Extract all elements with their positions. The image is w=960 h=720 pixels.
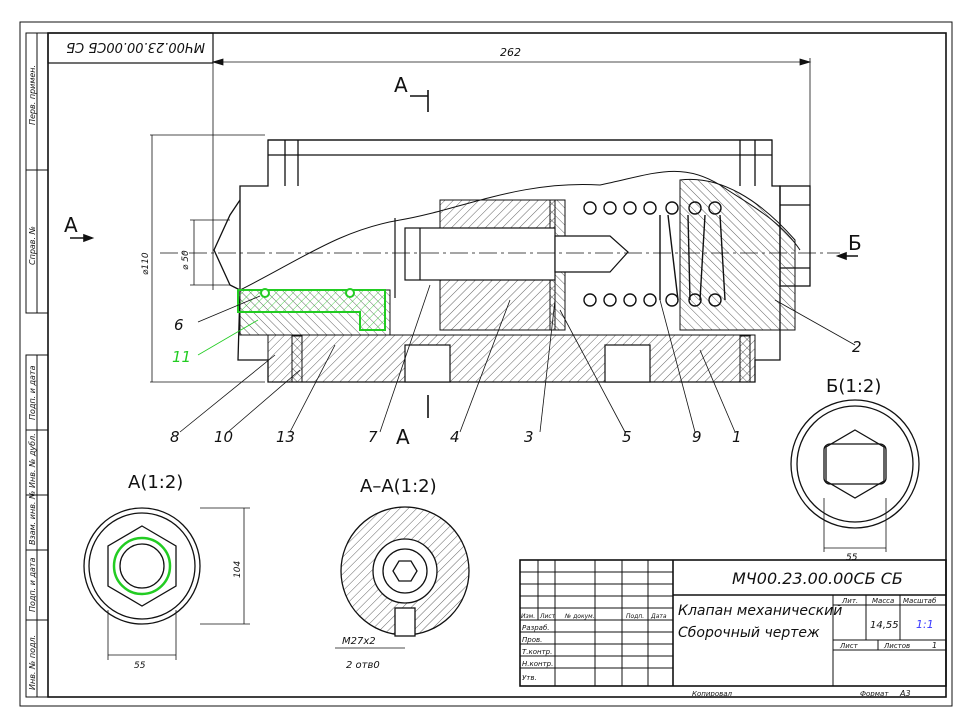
strip-label-vzam: Взам. инв. № xyxy=(28,491,37,545)
tb-sheet-label: Лист xyxy=(839,642,859,650)
tb-col-data: Дата xyxy=(650,613,667,620)
section-aa-title: А–А(1:2) xyxy=(360,476,437,497)
callout-11: 11 xyxy=(172,348,191,366)
view-b xyxy=(790,399,920,552)
callout-3: 3 xyxy=(524,428,534,446)
section-mark-labels: А А А Б xyxy=(64,73,862,449)
tb-format-label: Формат xyxy=(860,690,889,698)
dim-height-main: ⌀110 xyxy=(141,252,151,275)
callout-numbers: 6 11 8 10 13 7 4 3 5 9 1 2 xyxy=(170,316,862,446)
dim-bore-dia: ⌀ 50 xyxy=(181,250,191,270)
tb-doc-number: МЧ00.23.00.00СБ СБ xyxy=(732,569,903,588)
strip-label-perv: Перв. примен. xyxy=(28,65,37,125)
callout-6: 6 xyxy=(174,316,184,334)
dimension-lines xyxy=(150,58,840,383)
callout-4: 4 xyxy=(450,428,460,446)
tb-scale-value: 1:1 xyxy=(916,618,934,631)
callout-10: 10 xyxy=(214,428,233,446)
dim-view-a-width: 55 xyxy=(134,661,146,671)
mark-a-left: А xyxy=(64,213,78,237)
callout-leaders xyxy=(179,284,856,433)
title-block-texts: МЧ00.23.00.00СБ СБ Клапан механический С… xyxy=(521,569,937,698)
strip-label-invdubl: Инв. № дубл. xyxy=(28,433,37,488)
rotated-doc-box: МЧ00.23.00.00СБ СБ xyxy=(47,32,214,64)
callout-7: 7 xyxy=(368,428,378,446)
left-strip xyxy=(25,32,49,698)
title-block-lines xyxy=(519,559,947,687)
tb-role-utv: Утв. xyxy=(522,674,537,682)
tb-name-line2: Сборочный чертеж xyxy=(678,625,820,641)
callout-5: 5 xyxy=(622,428,632,446)
callout-8: 8 xyxy=(170,428,180,446)
tb-mass-value: 14,55 xyxy=(870,620,899,631)
dim-view-a-height: 104 xyxy=(233,561,243,578)
tb-sheets-value: 1 xyxy=(932,641,937,650)
dim-thread-tol: 2 отв0 xyxy=(346,660,380,671)
tb-col-list: Лист xyxy=(539,613,556,620)
tb-col-izm: Изм. xyxy=(521,613,535,620)
highlighted-seal-part xyxy=(237,288,386,331)
rotated-doc-number: МЧ00.23.00.00СБ СБ xyxy=(66,39,205,54)
mark-a-top: А xyxy=(394,73,408,97)
section-hatching xyxy=(239,178,796,383)
tb-format-value: А3 xyxy=(899,689,911,698)
tb-col-docum: № докум. xyxy=(564,613,595,620)
tb-sheets-label: Листов xyxy=(883,642,910,650)
spring xyxy=(583,201,726,307)
tb-role-nkontr: Н.контр. xyxy=(522,660,553,668)
callout-13: 13 xyxy=(276,428,295,446)
view-b-title: Б(1:2) xyxy=(826,376,881,397)
tb-copied-label: Копировал xyxy=(692,690,733,698)
section-aa xyxy=(335,506,470,649)
tb-mass-label: Масса xyxy=(872,597,894,605)
dimension-texts: 262 ⌀110 ⌀ 50 xyxy=(141,46,521,275)
mark-b-right: Б xyxy=(848,231,862,255)
callout-1: 1 xyxy=(732,428,742,446)
left-strip-labels: Перв. примен. Справ. № Подп. и дата Инв.… xyxy=(28,65,37,690)
tb-role-razrab: Разраб. xyxy=(522,624,550,632)
tb-col-podp: Подп. xyxy=(626,613,644,620)
mark-a-bottom: А xyxy=(396,425,410,449)
callout-2: 2 xyxy=(852,338,862,356)
bores xyxy=(394,218,651,383)
tb-lit-label: Лит. xyxy=(841,597,858,605)
view-a xyxy=(83,507,250,660)
tb-scale-label: Масштаб xyxy=(903,597,937,605)
tb-role-prov: Пров. xyxy=(522,636,542,644)
strip-label-podp1: Подп. и дата xyxy=(28,365,37,420)
tb-role-tkontr: Т.контр. xyxy=(522,648,552,656)
view-a-title: А(1:2) xyxy=(128,472,183,493)
section-marks xyxy=(70,90,858,418)
callout-9: 9 xyxy=(692,428,702,446)
strip-label-sprav: Справ. № xyxy=(28,226,37,265)
dim-overall-length: 262 xyxy=(500,46,521,59)
tb-name-line1: Клапан механический xyxy=(678,603,842,619)
strip-label-podp2: Подп. и дата xyxy=(28,557,37,612)
dim-thread: М27х2 xyxy=(342,636,376,647)
strip-label-invpodl: Инв. № подл. xyxy=(28,635,37,690)
dim-view-b-width: 55 xyxy=(846,553,858,563)
